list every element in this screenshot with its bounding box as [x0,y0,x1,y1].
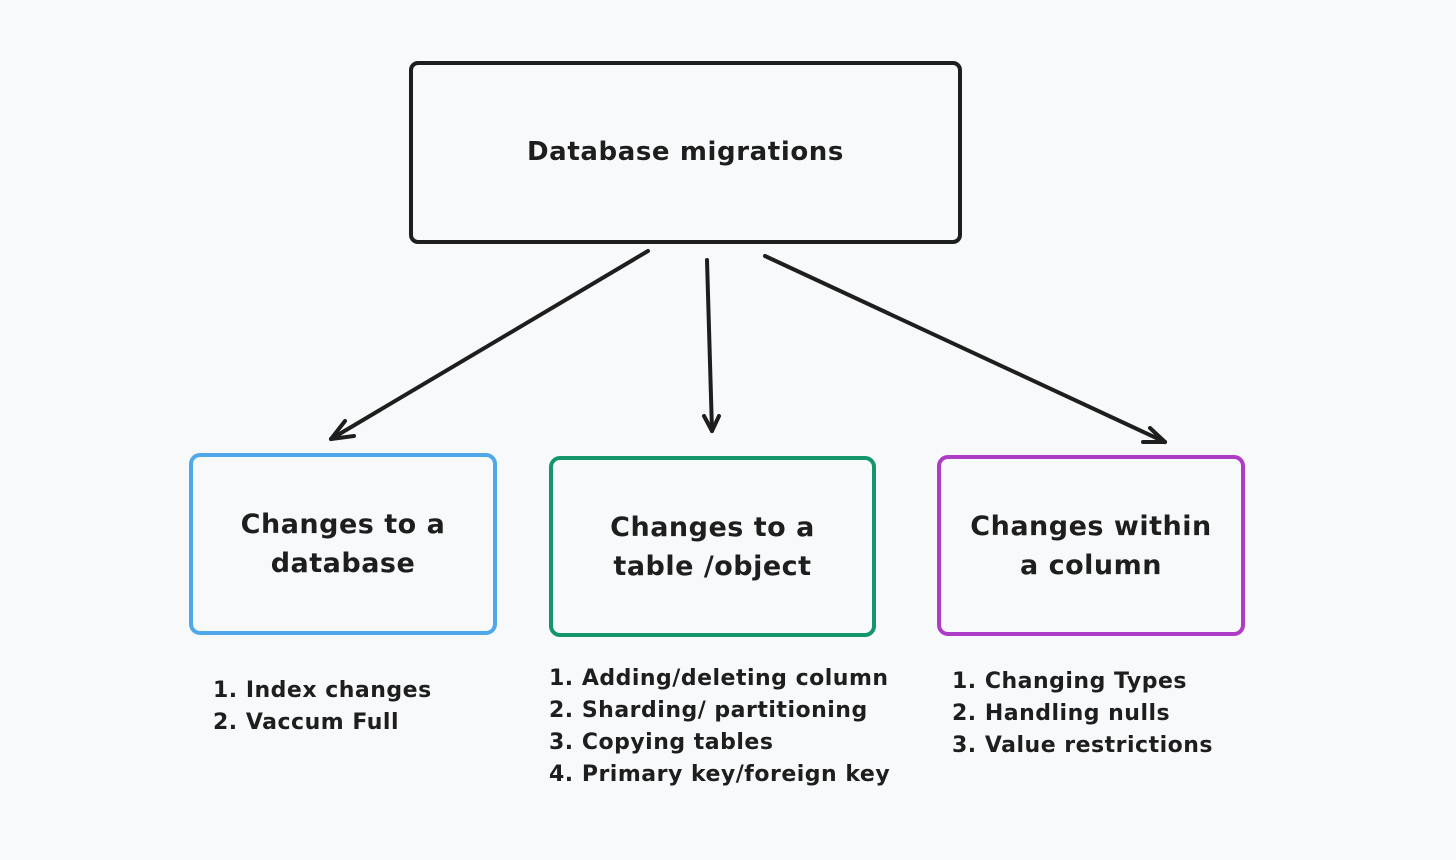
table-changes-list: 1. Adding/deleting column 2. Sharding/ p… [549,663,890,791]
root-node-label: Database migrations [527,137,844,167]
list-item: 2. Vaccum Full [213,710,399,735]
arrow-to-database-changes [329,249,650,441]
node-changes-to-table: Changes to a table /object [549,456,876,637]
node-changes-to-database-label: Changes to a database [240,509,446,579]
list-item: 1. Index changes [213,678,432,703]
root-node-database-migrations: Database migrations [409,61,962,244]
list-item: 2. Handling nulls [952,701,1171,726]
database-changes-list: 1. Index changes 2. Vaccum Full [213,675,432,739]
list-item: 3. Value restrictions [952,733,1214,758]
node-changes-within-column-label: Changes within a column [970,510,1212,581]
arrow-to-table-changes [702,258,721,433]
list-item: 1. Changing Types [952,669,1187,694]
node-changes-within-column: Changes within a column [937,455,1245,636]
column-changes-list: 1. Changing Types 2. Handling nulls 3. V… [952,666,1213,762]
node-changes-to-table-label: Changes to a table /object [610,511,815,582]
arrow-to-column-changes [763,254,1167,444]
node-changes-to-database: Changes to a database [189,453,497,635]
list-item: 2. Sharding/ partitioning [549,698,868,723]
list-item: 1. Adding/deleting column [549,666,889,691]
list-item: 3. Copying tables [549,730,774,755]
list-item: 4. Primary key/foreign key [549,762,891,787]
